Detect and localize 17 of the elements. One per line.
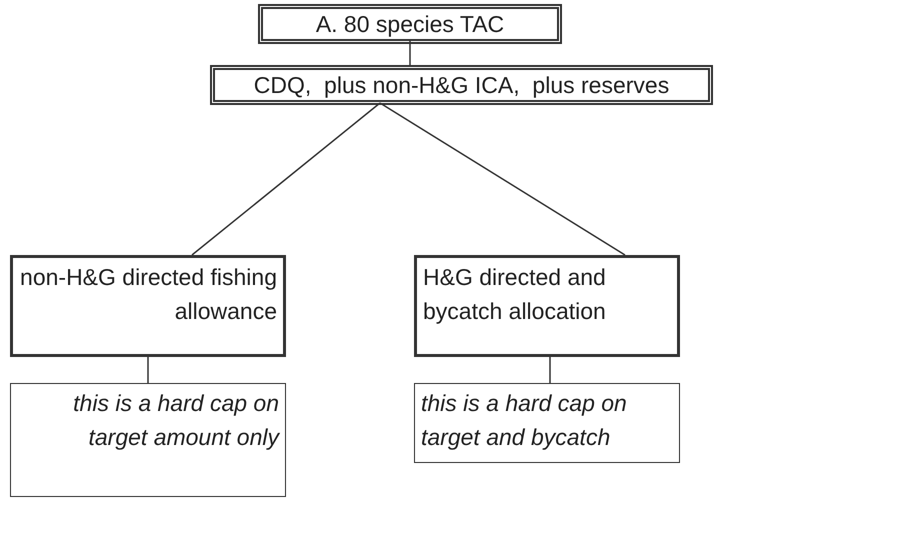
box-text: this is a hard cap on target and bycatch <box>421 389 628 452</box>
note-box <box>10 383 286 497</box>
box-text: this is a hard cap on target amount only <box>72 389 279 452</box>
connector-line <box>147 357 149 383</box>
note-box <box>414 383 680 463</box>
process-box <box>10 255 286 357</box>
box-text: non-H&G directed fishing allowance <box>19 263 277 326</box>
connector-line <box>549 357 551 383</box>
process-box <box>210 65 713 105</box>
connector-line <box>192 102 380 256</box>
process-box <box>414 255 680 357</box>
box-text: A. 80 species TAC <box>314 11 506 37</box>
box-text: CDQ, plus non-H&G ICA, plus reserves <box>252 72 670 98</box>
connector-line <box>409 41 411 65</box>
box-text: H&G directed and bycatch allocation <box>423 263 607 326</box>
title-box <box>258 4 562 44</box>
connector-line <box>380 102 626 256</box>
